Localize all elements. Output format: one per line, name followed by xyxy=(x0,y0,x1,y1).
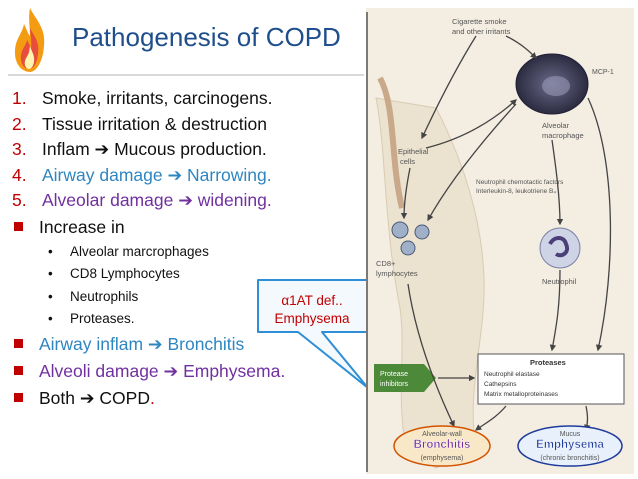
proteases-box xyxy=(477,353,625,405)
increase-label: Increase in xyxy=(39,216,125,237)
item-text: Alveolar damage xyxy=(42,190,179,210)
chronic-paren-label: (chronic bronchitis) xyxy=(540,455,599,462)
item-number: 1. xyxy=(12,88,27,108)
arrow-proteases-to-alveolar-wall xyxy=(474,405,507,431)
protease-inhibitors-label-2: inhibitors xyxy=(380,381,409,388)
slide-title: Pathogenesis of COPD xyxy=(72,22,341,52)
protease-item: Matrix metalloproteinases xyxy=(484,391,559,398)
arrow-epithelial-to-macrophage xyxy=(425,99,517,149)
callout-line-1: α1AT def.. xyxy=(281,293,343,308)
item-text: widening. xyxy=(192,190,272,210)
arrow-smoke-to-epithelial xyxy=(421,35,477,140)
chemotactic-label-2: Interleukin-8, leukotriene B₄ xyxy=(476,188,556,195)
arrow-macrophage-to-cd8 xyxy=(427,103,517,222)
sub-item: •Neutrophils xyxy=(48,286,372,309)
arrow-icon: ➔ xyxy=(163,360,179,381)
callout-text: α1AT def.. Emphysema xyxy=(258,292,366,328)
alveolar-wall-oval xyxy=(393,425,491,467)
numbered-item-4: 4. Airway damage ➔ Narrowing. xyxy=(12,163,372,189)
square-bullet-icon xyxy=(14,366,23,376)
bottom-item-3: Both ➔ COPD. xyxy=(12,385,372,412)
arrow-icon: ➔ xyxy=(94,139,110,159)
bullet-dot-icon: • xyxy=(48,266,53,281)
neutrophil-cell-icon xyxy=(539,227,581,269)
macrophage-nucleus-icon xyxy=(542,76,570,96)
emphysema-label: Emphysema xyxy=(536,439,604,451)
emphysema-paren-label: (emphysema) xyxy=(421,455,464,462)
bullet-dot-icon: • xyxy=(48,288,53,304)
square-bullet-icon xyxy=(14,222,23,232)
mucus-label: Mucus xyxy=(560,431,581,438)
bullet-list: 1. Smoke, irritants, carcinogens. 2. Tissu… xyxy=(12,86,372,412)
title-divider xyxy=(8,74,364,76)
bullet-dot-icon: • xyxy=(48,243,53,259)
lymphocyte-cell-icon xyxy=(414,224,430,240)
arrow-icon: ➔ xyxy=(167,164,183,185)
smoke-label-1: Cigarette smoke xyxy=(452,17,507,26)
numbered-item-2: 2. Tissue irritation & destruction xyxy=(12,112,372,138)
proteases-title: Proteases xyxy=(530,358,566,367)
mucus-oval xyxy=(517,425,623,467)
increase-sublist: •Alveolar marcrophages •CD8 Lymphocytes … xyxy=(48,241,372,331)
flame-icon xyxy=(14,8,45,72)
pathogenesis-figure: Cigarette smoke and other irritants MCP-… xyxy=(366,8,634,474)
item-number: 5. xyxy=(12,190,27,210)
item-text: Airway damage xyxy=(42,164,168,185)
item-text: Smoke, irritants, carcinogens. xyxy=(42,88,273,108)
arrow-smoke-to-macrophage xyxy=(505,35,537,59)
bottom-item-2: Alveoli damage ➔ Emphysema. xyxy=(12,358,372,385)
sub-item: •Alveolar marcrophages xyxy=(48,241,372,264)
arrow-cd8-to-alveolar-wall xyxy=(407,283,455,428)
item-number: 4. xyxy=(12,164,27,185)
epithelial-label-1: Epithelial xyxy=(398,147,429,156)
arrow-icon: ➔ xyxy=(178,190,193,210)
bronchitis-label: Bronchitis xyxy=(414,439,471,451)
alveolar-wall-label: Alveolar-wall xyxy=(422,431,462,438)
epithelium-strip xyxy=(377,76,405,209)
macrophage-label-1: Alveolar xyxy=(542,121,570,130)
lymphocyte-cell-icon xyxy=(400,240,416,256)
bottom-item-1: Airway inflam ➔ Bronchitis xyxy=(12,331,372,358)
sub-item: •CD8 Lymphocytes xyxy=(48,263,372,286)
numbered-item-5: 5. Alveolar damage ➔ widening. xyxy=(12,188,372,214)
cd8-label-2: lymphocytes xyxy=(376,269,418,278)
numbered-item-3: 3. Inflam ➔ Mucous production. xyxy=(12,137,372,163)
arrow-epithelial-to-cd8 xyxy=(400,167,411,220)
lymphocyte-cell-icon xyxy=(391,221,409,239)
macrophage-label-2: macrophage xyxy=(542,131,584,140)
item-text: Mucous production. xyxy=(109,139,267,159)
cd8-label-1: CD8+ xyxy=(376,259,396,268)
protease-inhibitors-label-1: Protease xyxy=(380,371,408,378)
chemotactic-label-1: Neutrophil chemotactic factors xyxy=(476,179,564,186)
arrow-icon: ➔ xyxy=(79,387,95,408)
square-bullet-icon xyxy=(14,393,23,403)
sub-item: •Proteases. xyxy=(48,308,372,331)
arrow-icon: ➔ xyxy=(147,333,163,354)
neutrophil-nucleus-icon xyxy=(548,236,569,258)
callout-line-2: Emphysema xyxy=(274,311,350,326)
item-number: 3. xyxy=(12,139,27,159)
arrow-neutrophil-to-proteases xyxy=(549,269,561,352)
item-text: Tissue irritation & destruction xyxy=(42,113,267,134)
item-number: 2. xyxy=(12,113,27,134)
increase-in-item: Increase in xyxy=(12,214,372,241)
protease-item: Neutrophil elastase xyxy=(484,371,540,378)
item-text: Inflam xyxy=(42,139,95,159)
bullet-dot-icon: • xyxy=(48,311,53,326)
protease-item: Cathepsins xyxy=(484,381,517,388)
numbered-item-1: 1. Smoke, irritants, carcinogens. xyxy=(12,86,372,112)
mcp1-label: MCP-1 xyxy=(592,69,614,76)
arrow-macrophage-to-proteases xyxy=(587,97,612,352)
protease-inhibitors-arrow xyxy=(374,364,436,392)
epithelial-label-2: cells xyxy=(400,157,415,166)
square-bullet-icon xyxy=(14,339,23,349)
item-text: Narrowing. xyxy=(182,164,272,185)
arrow-macrophage-to-neutrophil xyxy=(551,139,564,226)
smoke-label-2: and other irritants xyxy=(452,27,511,36)
